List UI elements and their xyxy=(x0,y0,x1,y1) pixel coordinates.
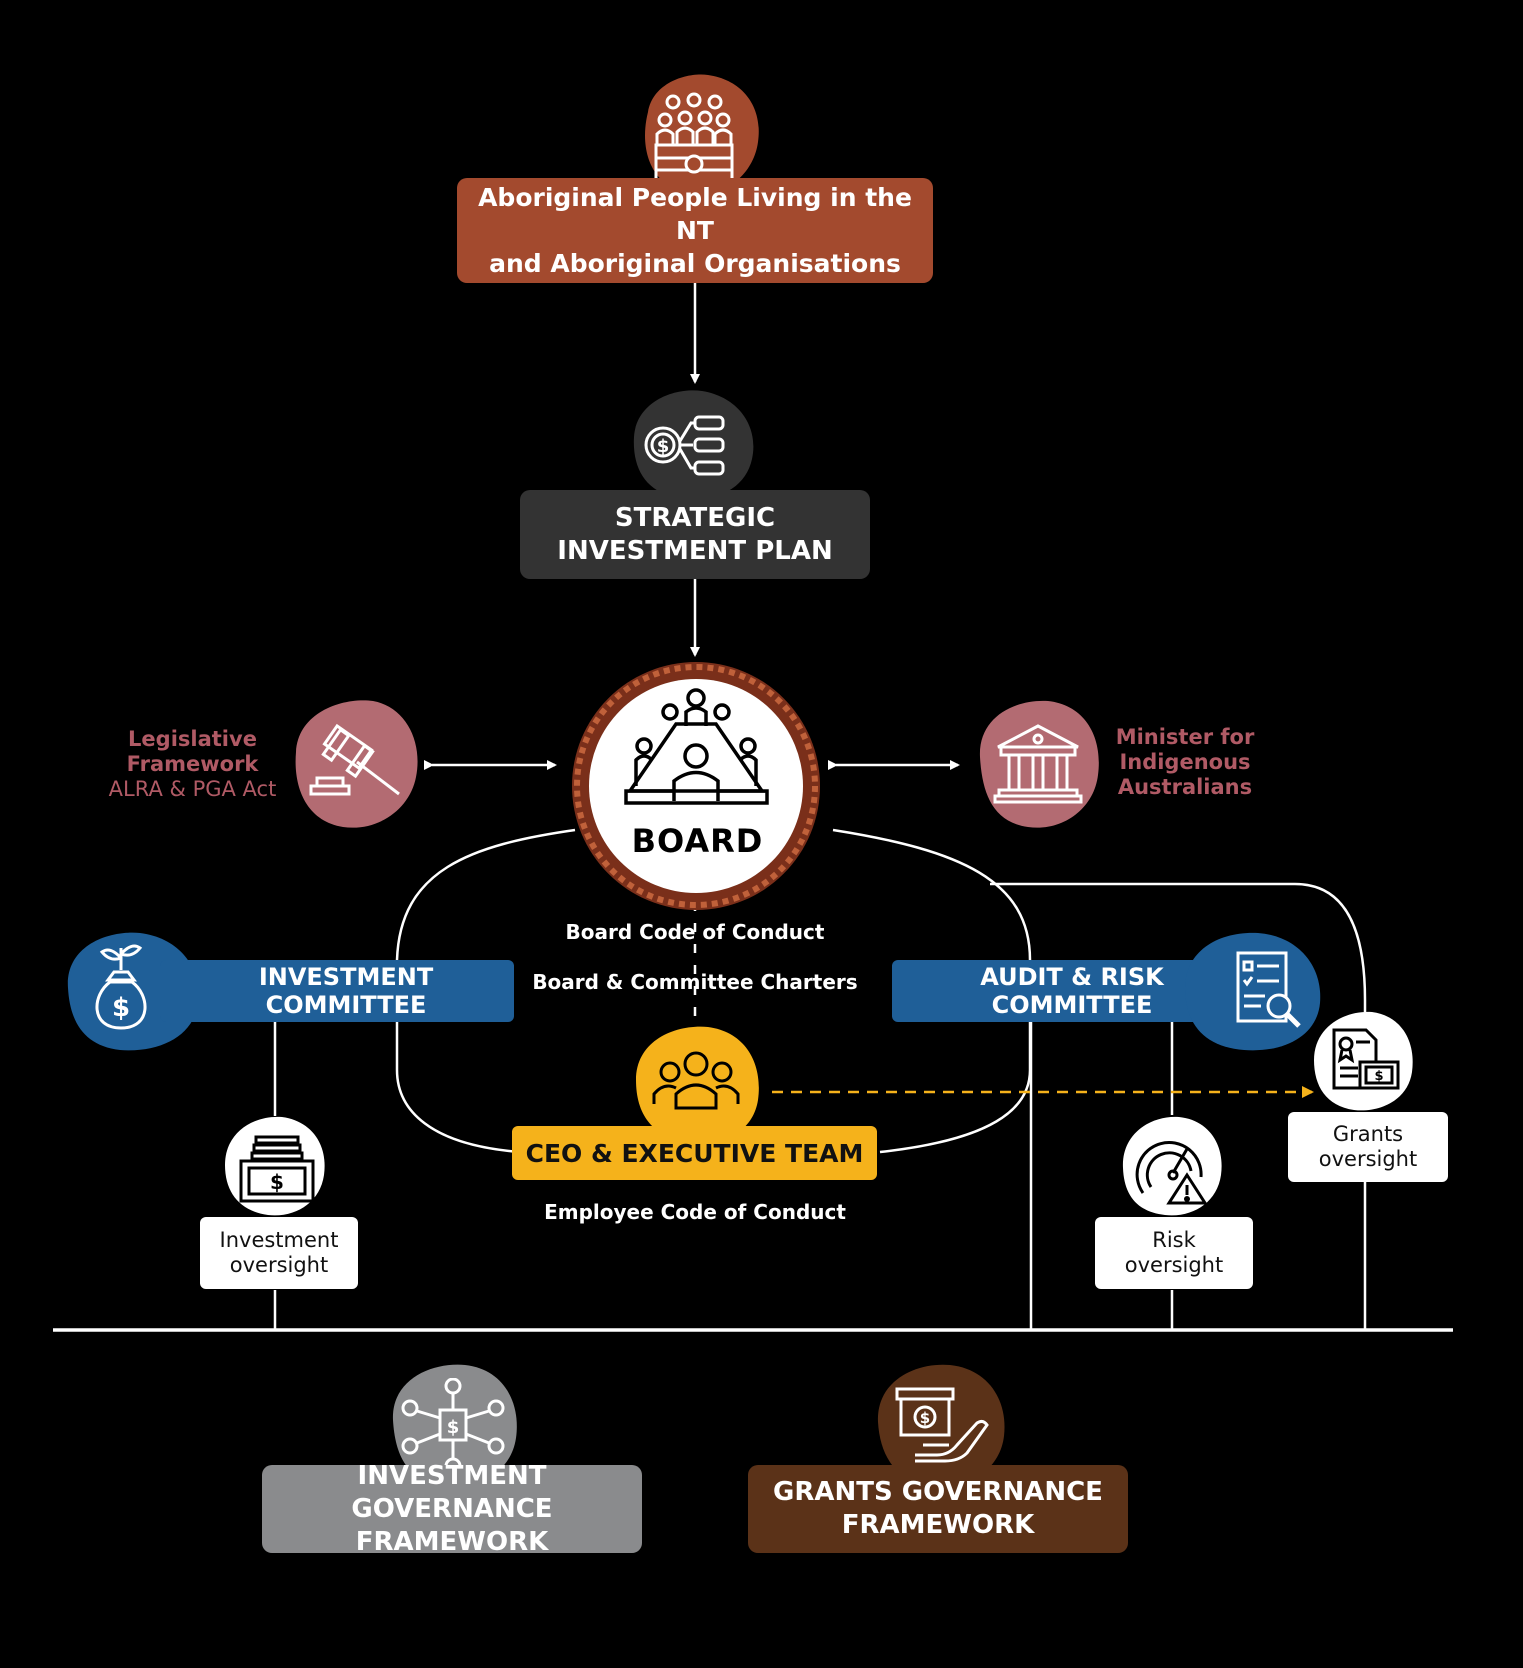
legislative-label: Legislative Framework ALRA & PGA Act xyxy=(100,727,285,802)
investment-governance-box: INVESTMENT GOVERNANCE FRAMEWORK xyxy=(262,1461,642,1557)
investment-oversight-label: Investment oversight xyxy=(200,1217,358,1289)
grants-oversight-label: Grants oversight xyxy=(1288,1112,1448,1182)
risk-oversight-line1: Risk xyxy=(1152,1228,1196,1252)
minister-line3: Australians xyxy=(1117,775,1253,799)
risk-oversight-line2: oversight xyxy=(1124,1253,1224,1277)
gavel-icon xyxy=(305,722,405,806)
legislative-line2: Framework xyxy=(126,752,259,776)
svg-text:$: $ xyxy=(270,1170,284,1194)
audit-document-icon xyxy=(1235,950,1305,1034)
svg-text:$: $ xyxy=(657,436,670,457)
money-bag-icon: $ xyxy=(88,940,154,1036)
svg-text:$: $ xyxy=(447,1417,460,1438)
investment-plan-icon: $ xyxy=(643,413,728,482)
investment-committee-label: INVESTMENT COMMITTEE xyxy=(258,963,434,1019)
grants-governance-line2: FRAMEWORK xyxy=(841,1510,1035,1540)
grants-governance-blob xyxy=(870,1360,1010,1490)
investment-oversight-line2: oversight xyxy=(229,1253,329,1277)
legislative-line3: ALRA & PGA Act xyxy=(108,777,277,801)
plan-box: STRATEGIC INVESTMENT PLAN xyxy=(520,490,870,579)
board-meeting-icon xyxy=(624,686,769,830)
minister-line1: Minister for xyxy=(1115,725,1255,749)
ceo-label: CEO & EXECUTIVE TEAM xyxy=(525,1138,864,1168)
risk-oversight-label: Risk oversight xyxy=(1095,1217,1253,1289)
employee-code-note: Employee Code of Conduct xyxy=(544,1200,846,1224)
legislative-blob xyxy=(288,697,423,832)
investment-governance-blob xyxy=(383,1360,523,1490)
grants-oversight-line2: oversight xyxy=(1318,1147,1418,1171)
investment-governance-line2: FRAMEWORK xyxy=(355,1526,549,1557)
legislative-line1: Legislative xyxy=(128,727,257,751)
investment-oversight-line1: Investment xyxy=(219,1228,339,1252)
oval-left xyxy=(395,828,576,1154)
charters-note: Board & Committee Charters xyxy=(532,970,858,994)
grants-governance-line1: GRANTS GOVERNANCE xyxy=(773,1477,1103,1507)
network-dollar-icon: $ xyxy=(400,1377,506,1478)
svg-text:$: $ xyxy=(112,993,130,1023)
people-blob xyxy=(628,72,763,197)
board-label: BOARD xyxy=(631,822,764,860)
grants-governance-box: GRANTS GOVERNANCE FRAMEWORK xyxy=(748,1465,1128,1553)
oval-right xyxy=(832,828,1032,1154)
ceo-box: CEO & EXECUTIVE TEAM xyxy=(512,1126,877,1180)
grant-certificate-icon: $ xyxy=(1330,1026,1402,1100)
svg-text:$: $ xyxy=(920,1409,930,1427)
giving-hand-icon: $ xyxy=(893,1385,993,1469)
minister-label: Minister for Indigenous Australians xyxy=(1115,725,1255,800)
people-line2: and Aboriginal Organisations xyxy=(489,249,901,278)
audit-committee-box: AUDIT & RISK COMMITTEE xyxy=(892,960,1238,1022)
audit-committee-label: AUDIT & RISK COMMITTEE xyxy=(980,963,1164,1019)
government-building-icon xyxy=(993,722,1083,811)
grants-oversight-line1: Grants xyxy=(1332,1122,1404,1146)
people-box: Aboriginal People Living in the NT and A… xyxy=(457,178,933,283)
community-icon xyxy=(653,90,735,190)
minister-line2: Indigenous xyxy=(1119,750,1251,774)
investment-governance-line1: INVESTMENT GOVERNANCE xyxy=(351,1460,553,1524)
plan-line1: STRATEGIC xyxy=(614,502,776,533)
risk-gauge-icon xyxy=(1135,1135,1210,1209)
team-icon xyxy=(650,1050,742,1116)
people-line1: Aboriginal People Living in the NT xyxy=(478,183,912,245)
board-code-note: Board Code of Conduct xyxy=(565,920,825,944)
svg-text:$: $ xyxy=(1374,1069,1383,1084)
grants-line xyxy=(990,882,1367,1012)
cash-stack-icon: $ xyxy=(238,1133,316,1209)
investment-committee-box: INVESTMENT COMMITTEE xyxy=(160,960,514,1022)
plan-line2: INVESTMENT PLAN xyxy=(557,535,833,566)
